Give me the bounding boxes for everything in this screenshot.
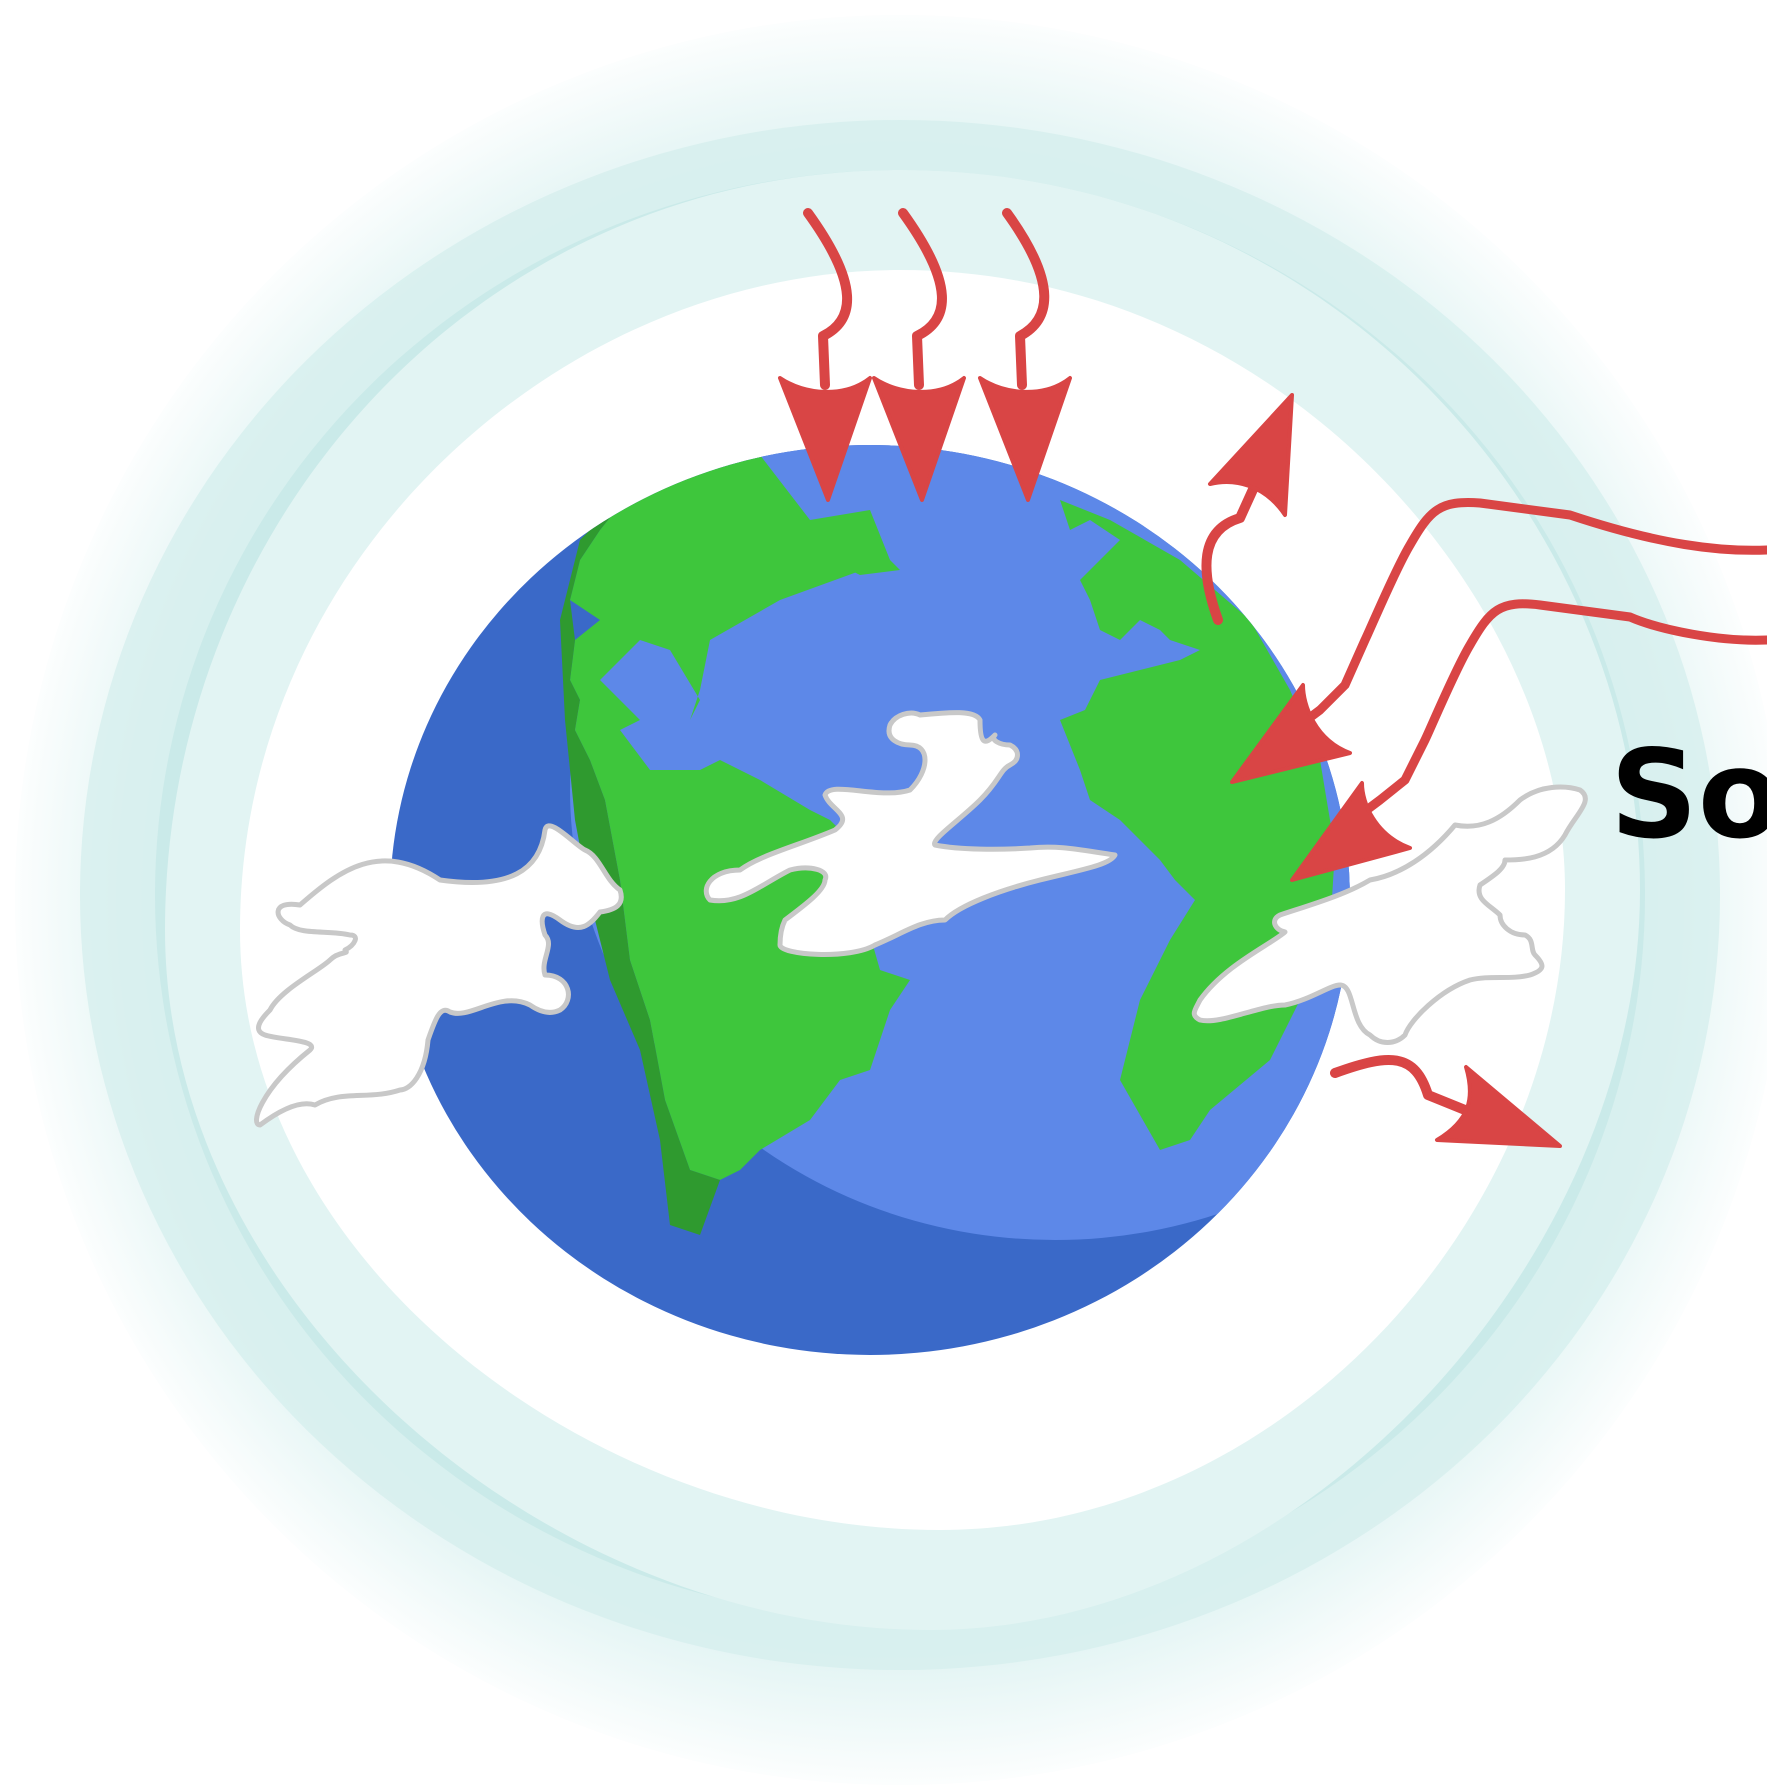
- sun-label: So: [1610, 724, 1767, 866]
